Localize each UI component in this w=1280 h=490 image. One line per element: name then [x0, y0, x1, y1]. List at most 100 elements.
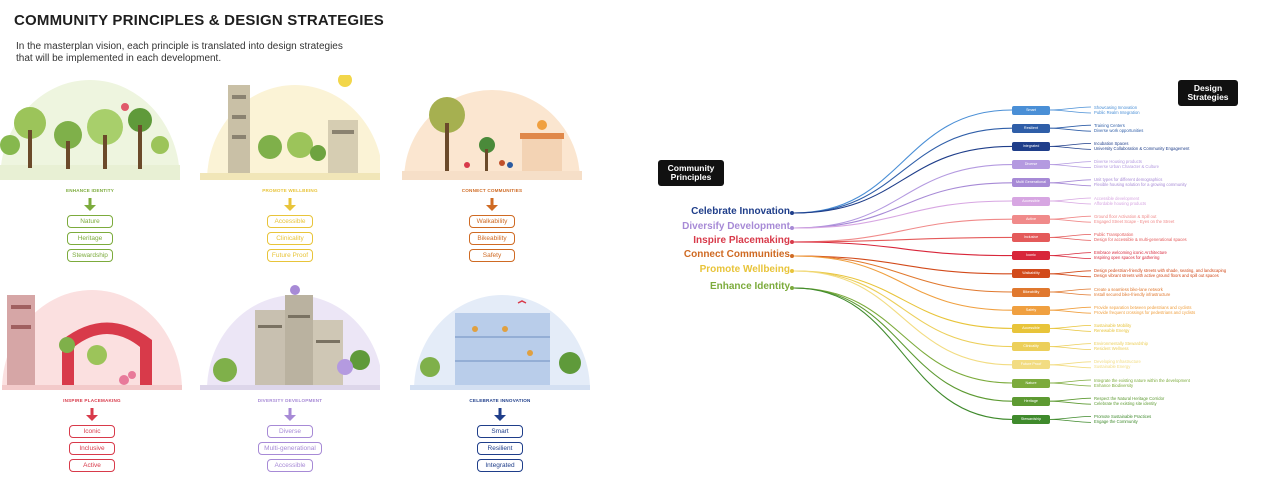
principle-label: Connect Communities — [683, 249, 790, 260]
connector-line — [793, 255, 1013, 275]
branch-line — [1049, 397, 1092, 402]
down-arrow-icon — [486, 198, 498, 211]
branch-line — [1049, 127, 1092, 132]
down-arrow-icon — [284, 408, 296, 421]
detail-line: Respect the Natural Heritage Corridor — [1094, 395, 1165, 401]
detail-line: Inspiring open spaces for gathering — [1094, 255, 1160, 261]
strategy-chip: Future Proof — [267, 249, 313, 262]
page-title: COMMUNITY PRINCIPLES & DESIGN STRATEGIES — [14, 12, 384, 29]
detail-line: Install secured bike-friendly infrastruc… — [1094, 291, 1171, 297]
strategy-box: Walkability — [1012, 269, 1050, 279]
branch-line — [1049, 343, 1092, 347]
strategy-chip: Clinicality — [267, 232, 313, 245]
branch-line — [1049, 179, 1092, 184]
connector-line — [793, 241, 1013, 257]
principle-label: Promote Wellbeing — [699, 264, 790, 275]
illustration — [410, 285, 590, 390]
branch-line — [1049, 143, 1092, 147]
detail-line: Developing Infrastructure — [1094, 359, 1141, 365]
detail-line: Promote Sustainable Practices — [1094, 413, 1152, 419]
strategy-box: Stewardship — [1012, 414, 1050, 424]
principle-dot — [790, 254, 794, 258]
detail-line: Affordable housing products — [1094, 200, 1147, 206]
detail-line: Embrace welcoming iconic Architecture — [1094, 250, 1167, 256]
branch-line — [1049, 382, 1092, 387]
branch-line — [1049, 252, 1092, 256]
principle-dot — [790, 269, 794, 273]
page-subtitle: In the masterplan vision, each principle… — [16, 41, 343, 64]
connector-line — [793, 145, 1013, 214]
strategy-chip: Multi-generational — [258, 442, 322, 455]
strategy-box: Active — [1012, 214, 1050, 224]
detail-line: Engage the Community — [1094, 418, 1138, 424]
down-arrow-icon — [284, 198, 296, 211]
detail-line: Provide separation between pedestrians a… — [1094, 304, 1192, 310]
down-arrow-icon — [494, 408, 506, 421]
detail-line: Diverse Urban Character & Culture — [1094, 164, 1159, 170]
detail-line: Sustainable Mobility — [1094, 322, 1132, 328]
connector-line — [793, 255, 1013, 293]
branch-line — [1049, 161, 1092, 165]
detail-line: Incubation Spaces — [1094, 140, 1129, 146]
strategy-box: Accessible — [1012, 196, 1050, 206]
strategy-box: Smart — [1012, 105, 1050, 115]
detail-line: Design pedestrian-friendly streets with … — [1094, 268, 1227, 274]
branch-line — [1049, 182, 1092, 187]
connector-line — [793, 270, 1013, 348]
strategy-chip: Integrated — [477, 459, 523, 472]
strategy-box: Resilient — [1012, 123, 1050, 133]
branch-line — [1049, 109, 1092, 114]
detail-line: Engaged Street Scape - Eyes on the Stree… — [1094, 218, 1175, 224]
branch-line — [1049, 273, 1092, 278]
strategy-chip: Safety — [469, 249, 515, 262]
detail-line: Environmentally Stewardship — [1094, 341, 1148, 347]
strategy-chip: Accessible — [267, 215, 313, 228]
detail-line: Public Realm Integration — [1094, 109, 1140, 115]
principle-name: CELEBRATE INNOVATION — [469, 398, 531, 403]
branch-line — [1049, 215, 1092, 220]
connector-line — [793, 287, 1013, 402]
branch-line — [1049, 416, 1092, 420]
strategy-details: Provide separation between pedestrians a… — [1094, 305, 1195, 315]
detail-line: Unit types for different demographics — [1094, 177, 1163, 183]
principle-dot — [790, 226, 794, 230]
strategy-chip: Iconic — [69, 425, 115, 438]
strategy-chip: Active — [69, 459, 115, 472]
connector-line — [793, 270, 1013, 329]
strategy-box: Bikeability — [1012, 287, 1050, 297]
branch-line — [1049, 400, 1092, 405]
branch-line — [1049, 309, 1092, 314]
principle-label: Inspire Placemaking — [693, 235, 790, 246]
branch-line — [1049, 146, 1092, 150]
illustration — [200, 75, 380, 180]
connector-line — [793, 127, 1013, 214]
detail-line: Sustainable Energy — [1094, 364, 1131, 370]
principle-label: Diversify Development — [682, 221, 790, 232]
strategy-chip: Heritage — [67, 232, 113, 245]
strategy-details: Integrate the existing nature within the… — [1094, 378, 1190, 388]
branch-line — [1049, 379, 1092, 384]
strategy-box: Heritage — [1012, 396, 1050, 406]
connector-line — [793, 255, 1013, 311]
principle-dot — [790, 211, 794, 215]
branch-line — [1049, 200, 1092, 205]
strategy-chip: Bikeability — [469, 232, 515, 245]
principle-name: CONNECT COMMUNITIES — [461, 188, 523, 193]
branch-line — [1049, 288, 1092, 293]
connector-line — [793, 109, 1013, 214]
detail-line: Resident Wellness — [1094, 346, 1129, 352]
detail-line: Renewable Energy — [1094, 327, 1130, 333]
branch-line — [1049, 237, 1092, 241]
